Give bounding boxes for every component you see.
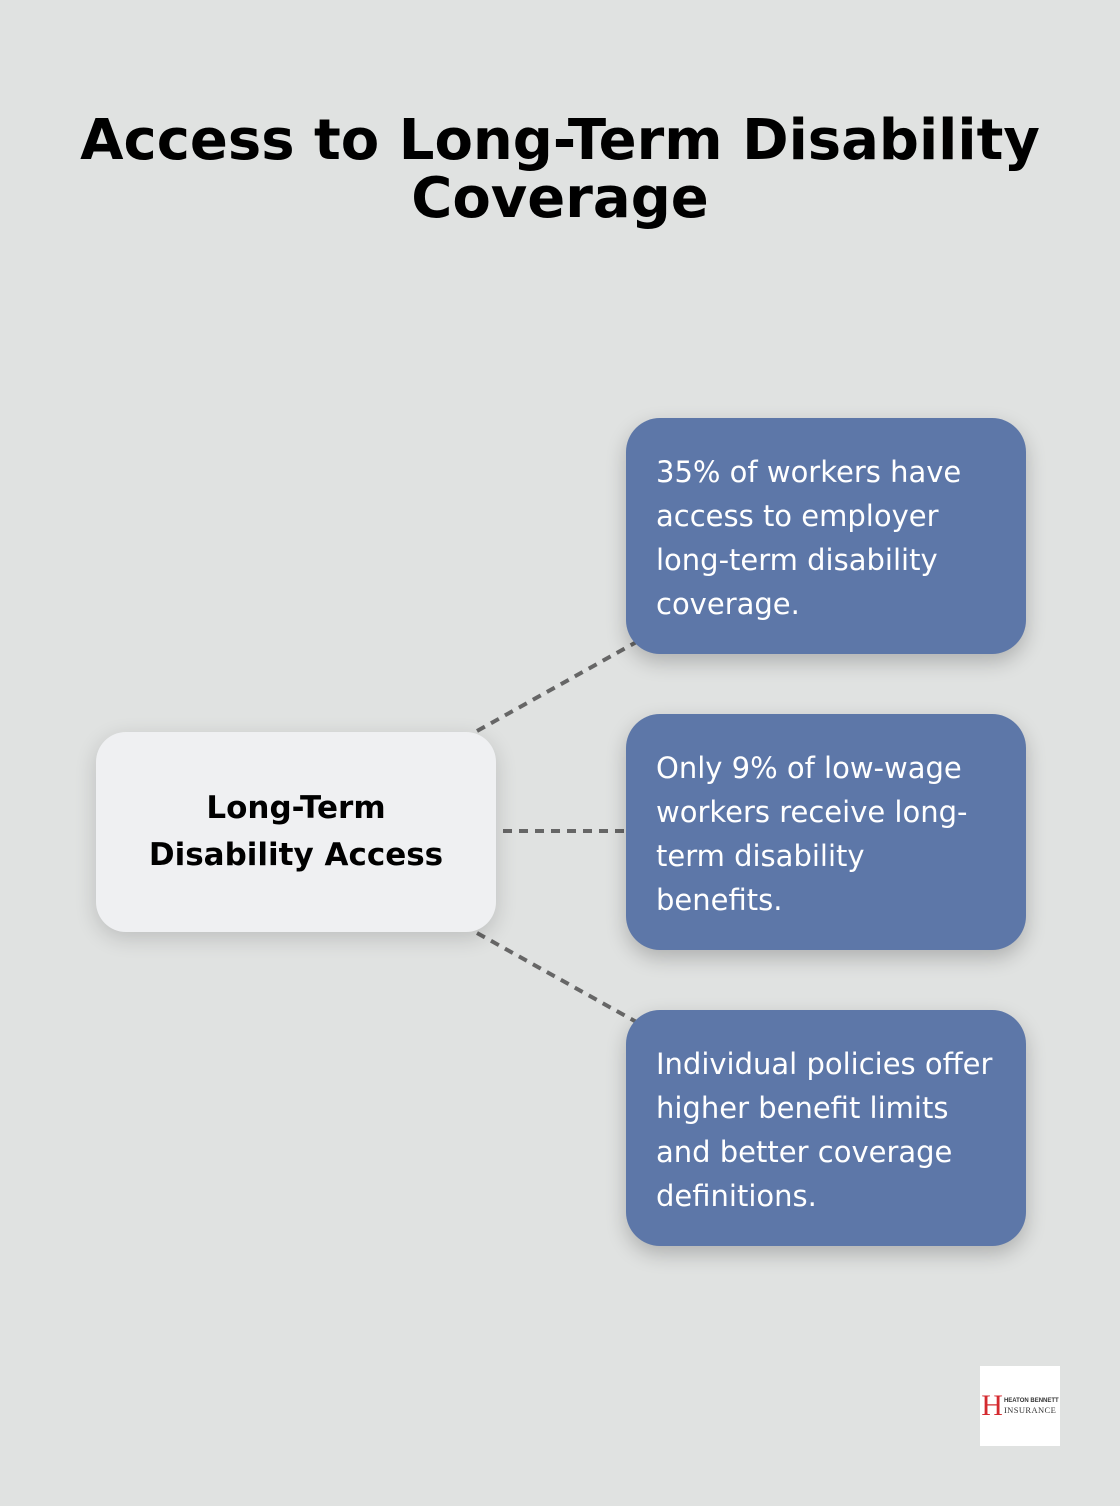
leaf-node-employer-coverage: 35% of workers have access to employer l… <box>626 418 1026 654</box>
leaf-node-text: Individual policies offer higher benefit… <box>656 1047 993 1213</box>
logo-line2: INSURANCE <box>1003 1405 1057 1415</box>
leaf-node-text: 35% of workers have access to employer l… <box>656 455 962 621</box>
center-node: Long-Term Disability Access <box>96 732 496 932</box>
page-title: Access to Long-Term Disability Coverage <box>80 108 1040 231</box>
logo-initial: H <box>981 1389 1003 1422</box>
leaf-node-low-wage: Only 9% of low-wage workers receive long… <box>626 714 1026 950</box>
connector-bottom <box>476 931 641 1026</box>
logo-line1: HEATON BENNETT <box>1003 1398 1059 1404</box>
leaf-node-text: Only 9% of low-wage workers receive long… <box>656 751 968 917</box>
center-node-label: Long-Term Disability Access <box>148 790 444 873</box>
company-logo: H HEATON BENNETT INSURANCE <box>980 1366 1060 1446</box>
leaf-node-individual-policies: Individual policies offer higher benefit… <box>626 1010 1026 1246</box>
connector-top <box>476 638 641 733</box>
